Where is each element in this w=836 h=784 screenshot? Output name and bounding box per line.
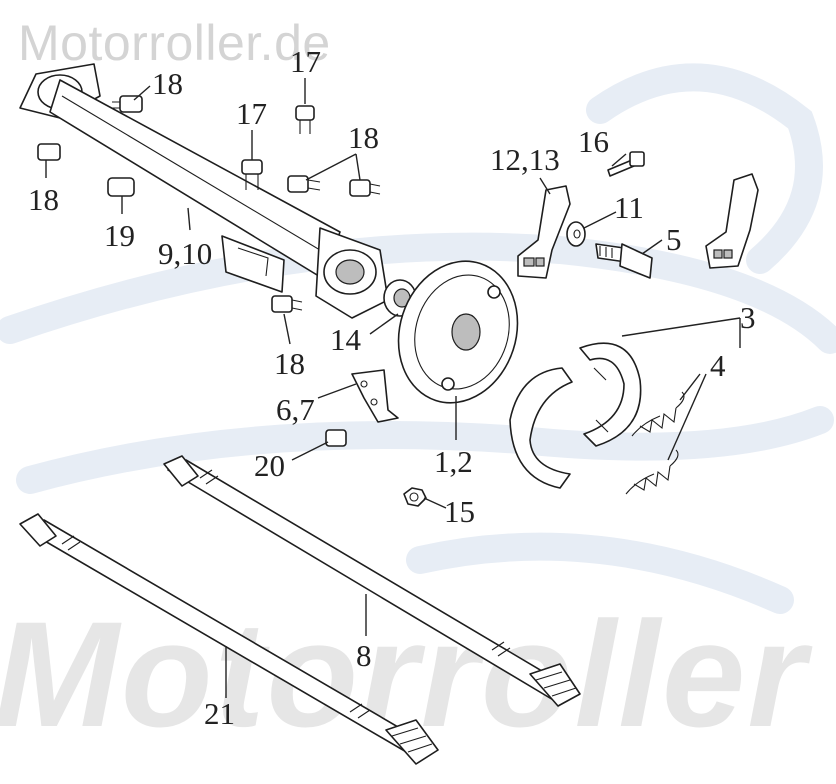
callout-9-10: 9,10 [158, 236, 212, 271]
callout-4: 4 [710, 348, 726, 383]
callout-labels: 18 17 17 18 18 19 9,10 18 14 6,7 20 1,2 … [28, 44, 756, 731]
bolt-19 [107, 177, 135, 197]
callout-15: 15 [444, 494, 475, 529]
callout-12-13: 12,13 [490, 142, 560, 177]
return-spring-lower [625, 449, 679, 495]
callout-1-2: 1,2 [434, 444, 473, 479]
return-spring-upper [631, 391, 685, 437]
brake-backing-plate [397, 260, 519, 404]
callout-20: 20 [254, 448, 285, 483]
callout-18: 18 [28, 182, 59, 217]
swing-arm-tube [19, 63, 389, 319]
bolt-20 [325, 429, 347, 447]
callout-6-7: 6,7 [276, 392, 315, 427]
callout-17: 17 [290, 44, 321, 79]
brake-lever-12-13 [517, 185, 571, 279]
drive-shaft-8 [163, 455, 581, 707]
drive-shaft-21 [19, 513, 439, 765]
brake-cam-5 [595, 243, 653, 279]
bolt-18-left [37, 143, 61, 161]
bolt-17-upper [295, 105, 315, 134]
watermark-swoosh [0, 63, 836, 614]
bolt-18-top [112, 95, 143, 113]
callout-18: 18 [152, 66, 183, 101]
brake-shoe-rear [579, 342, 642, 447]
callout-5: 5 [666, 222, 682, 257]
callout-21: 21 [204, 696, 235, 731]
callout-18: 18 [348, 120, 379, 155]
callout-17: 17 [236, 96, 267, 131]
callout-18: 18 [274, 346, 305, 381]
nut-15 [403, 487, 427, 507]
bolt-18-pair [287, 175, 381, 197]
callout-16: 16 [578, 124, 609, 159]
watermark-top-text: Motorroller.de [18, 15, 331, 71]
callout-11: 11 [614, 190, 644, 225]
callout-3: 3 [740, 300, 756, 335]
brake-arm-right [705, 173, 759, 269]
callout-19: 19 [104, 218, 135, 253]
bolt-18-lower [271, 295, 303, 313]
callout-14: 14 [330, 322, 362, 357]
bracket-6-7 [351, 369, 399, 423]
washer-11 [566, 221, 586, 247]
bolt-16 [607, 151, 645, 177]
brake-shoe-front [509, 367, 573, 489]
callout-8: 8 [356, 638, 372, 673]
leader-lines [45, 78, 741, 698]
